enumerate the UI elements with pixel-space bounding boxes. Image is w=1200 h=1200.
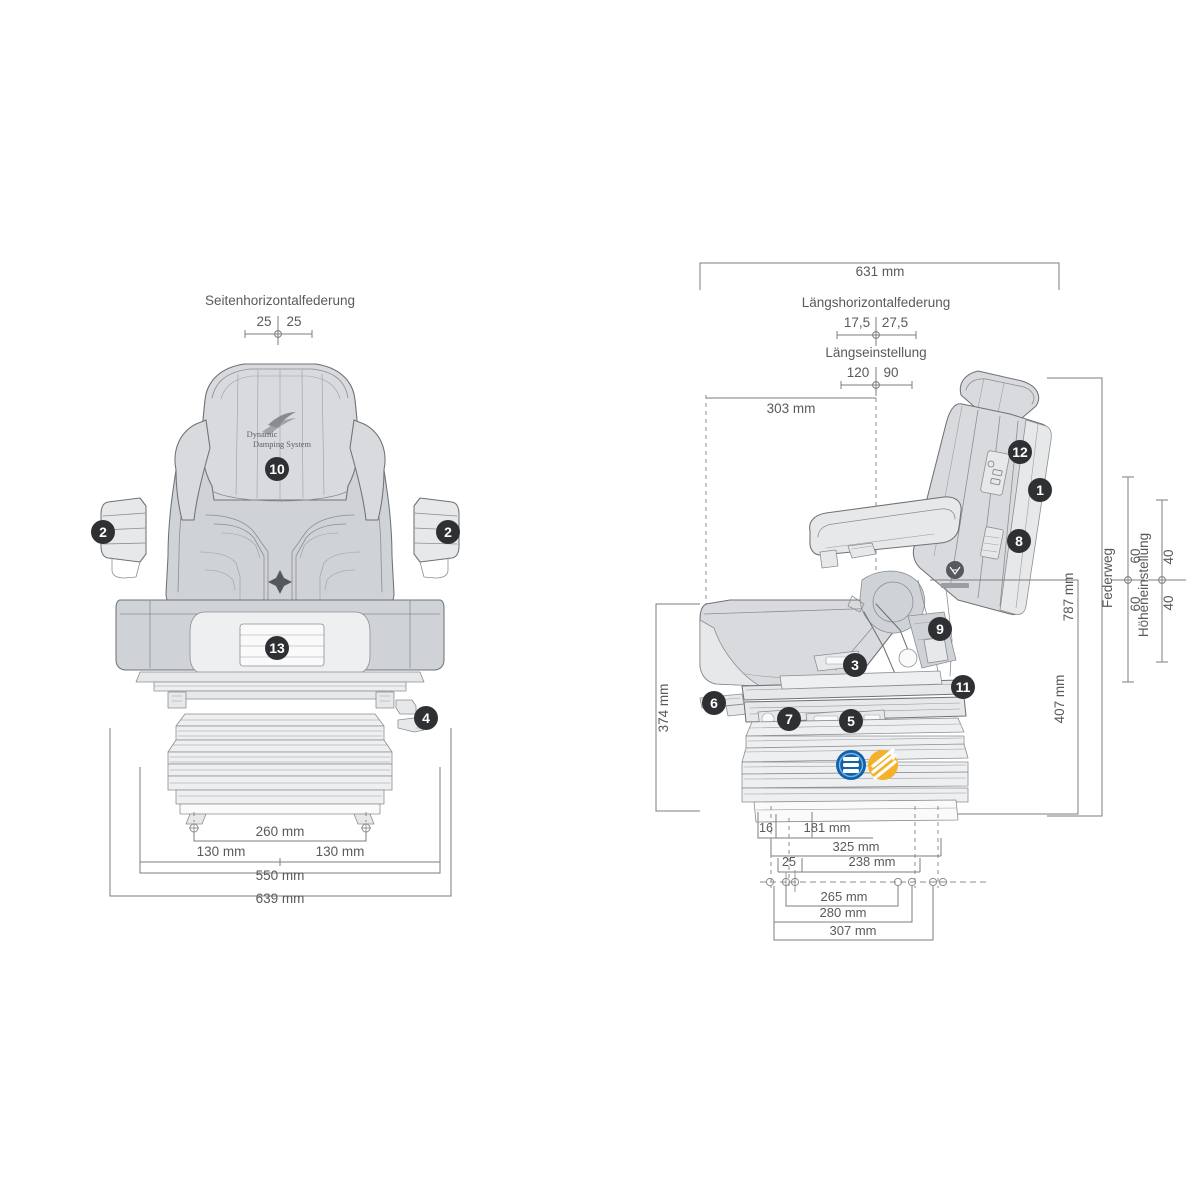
dim-bolt-halves-130: 130 mm 130 mm [139,844,441,866]
front-top-dim-right: 25 [286,314,301,329]
badge-7-label: 7 [785,711,793,727]
badge-1-label: 1 [1036,482,1044,498]
badge-5-label: 5 [847,713,855,729]
front-top-label: Seitenhorizontalfederung [205,293,355,308]
dim-260-label: 260 mm [256,824,305,839]
dim-374-label: 374 mm [656,684,671,733]
badge-13[interactable]: 13 [265,636,289,660]
dim-depth-303: 303 mm [705,395,877,620]
dim-height-407: 407 mm [930,579,1079,815]
long-adjust-right: 90 [883,365,898,380]
side-view: 631 mm Längshorizontalfederung 17,5 27,5… [655,262,1186,941]
badge-8-label: 8 [1015,533,1023,549]
badge-2-right[interactable]: 2 [436,520,460,544]
air-suspension-icon [836,750,866,780]
dim-550-label: 550 mm [256,868,305,883]
dim-265-label: 265 mm [821,889,868,904]
dim-181-label: 181 mm [804,820,851,835]
badge-6[interactable]: 6 [702,691,726,715]
long-horizontal-dim-line [836,317,917,346]
seat-logo: Dynamic Damping System [247,412,311,449]
dim-325-label: 325 mm [833,839,880,854]
dim-height-787: 787 mm [1047,377,1103,817]
long-adjust-label: Längseinstellung [825,345,926,360]
dim-overall-depth-631: 631 mm [699,262,1060,290]
badge-8[interactable]: 8 [1007,529,1031,553]
dim-307-label: 307 mm [830,923,877,938]
long-adjust-left: 120 [847,365,870,380]
dim-130-left-label: 130 mm [197,844,246,859]
center-emblem-icon [268,570,292,594]
armrest-left [100,497,147,579]
dim-631-label: 631 mm [856,264,905,279]
dim-25-label: 25 [782,855,796,869]
badge-10-label: 10 [269,461,285,477]
dim-280-label: 280 mm [820,905,867,920]
dim-639-label: 639 mm [256,891,305,906]
badge-9[interactable]: 9 [928,617,952,641]
dim-787-label: 787 mm [1061,573,1076,622]
badge-3[interactable]: 3 [843,653,867,677]
dim-bolt-spacing-260: 260 mm [193,824,367,842]
hoehe-lower: 40 [1161,595,1176,610]
dim-base-width-550: 550 mm [139,767,441,883]
long-horizontal-left: 17,5 [844,315,870,330]
suspension-bellows-front [167,713,393,825]
suspension-bellows-side [741,717,969,823]
spring-damper-icon [868,748,898,780]
long-horizontal-label: Längshorizontalfederung [802,295,951,310]
dim-federweg: Federweg 60 60 [1100,476,1145,683]
long-adjust-dim-line [840,367,913,396]
dim-hoeheneinstellung: Höheneinstellung 40 40 [1136,499,1186,663]
seat-logo-line2: Damping System [253,440,311,449]
dim-16-label: 16 [759,821,773,835]
badge-10[interactable]: 10 [265,457,289,481]
dim-303-label: 303 mm [767,401,816,416]
side-bottom-dimensions: 16 181 mm 325 mm 25 238 mm [757,806,990,941]
long-horizontal-right: 27,5 [882,315,908,330]
badge-4[interactable]: 4 [414,706,438,730]
badge-5[interactable]: 5 [839,709,863,733]
dim-height-374: 374 mm [655,603,700,812]
badge-2-right-label: 2 [444,524,452,540]
hoehe-upper: 40 [1161,549,1176,564]
badge-6-label: 6 [710,695,718,711]
front-seat-illustration [100,363,460,825]
dim-238-label: 238 mm [849,854,896,869]
badge-12-label: 12 [1012,444,1028,460]
hoeheneinstellung-label: Höheneinstellung [1136,533,1151,637]
badge-2-left[interactable]: 2 [91,520,115,544]
badge-3-label: 3 [851,657,859,673]
dim-130-right-label: 130 mm [316,844,365,859]
badge-11[interactable]: 11 [951,675,975,699]
badge-4-label: 4 [422,710,430,726]
dim-407-label: 407 mm [1052,675,1067,724]
badge-1[interactable]: 1 [1028,478,1052,502]
badge-7[interactable]: 7 [777,707,801,731]
federweg-lower: 60 [1128,596,1143,611]
front-bolt-extension-lines [189,812,371,833]
badge-11-label: 11 [956,679,971,695]
badge-12[interactable]: 12 [1008,440,1032,464]
front-view: Seitenhorizontalfederung 25 25 [91,293,460,906]
badge-9-label: 9 [936,621,944,637]
front-top-dim-line [244,316,313,345]
seat-logo-line1: Dynamic [247,430,278,439]
front-top-dim-left: 25 [256,314,271,329]
manufacturer-logo-icon [941,561,969,588]
badge-2-left-label: 2 [99,524,107,540]
badge-13-label: 13 [269,640,285,656]
federweg-upper: 60 [1128,548,1143,563]
federweg-label: Federweg [1100,548,1115,608]
dim-overall-width-639: 639 mm [109,728,452,906]
